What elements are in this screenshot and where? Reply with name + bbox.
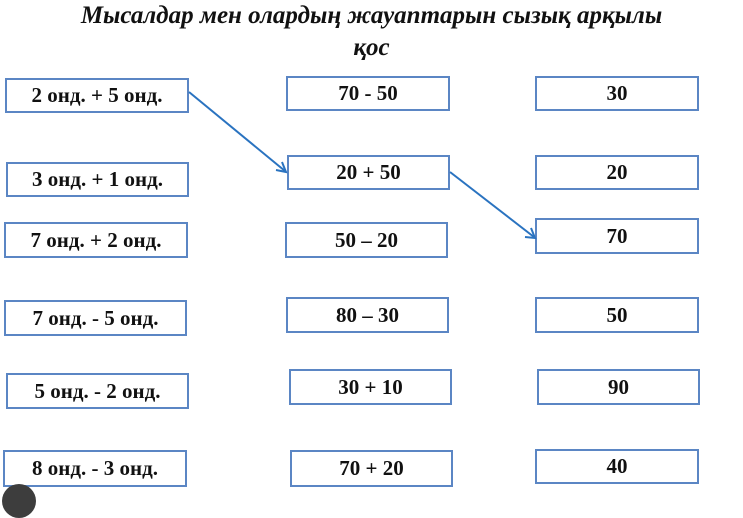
expression-box[interactable]: 7 онд. - 5 онд.: [4, 300, 187, 336]
answer-box[interactable]: 30: [535, 76, 699, 111]
connection-arrow: [449, 171, 535, 238]
connection-arrow: [188, 91, 286, 172]
expression-box[interactable]: 8 онд. - 3 онд.: [3, 450, 187, 487]
expression-box[interactable]: 5 онд. - 2 онд.: [6, 373, 189, 409]
example-box[interactable]: 50 – 20: [285, 222, 448, 258]
example-box[interactable]: 20 + 50: [287, 155, 450, 190]
arrowhead-icon: [524, 227, 537, 240]
answer-box[interactable]: 70: [535, 218, 699, 254]
worksheet-title-line2: қос: [353, 34, 390, 61]
expression-box[interactable]: 2 онд. + 5 онд.: [5, 78, 189, 113]
example-box[interactable]: 70 - 50: [286, 76, 450, 111]
answer-box[interactable]: 20: [535, 155, 699, 190]
expression-box[interactable]: 3 онд. + 1 онд.: [6, 162, 189, 197]
overlay-button-icon[interactable]: [2, 484, 36, 518]
answer-box[interactable]: 40: [535, 449, 699, 484]
worksheet-title-line1: Мысалдар мен олардың жауаптарын сызық ар…: [80, 2, 663, 29]
example-box[interactable]: 30 + 10: [289, 369, 452, 405]
answer-box[interactable]: 90: [537, 369, 700, 405]
example-box[interactable]: 80 – 30: [286, 297, 449, 333]
arrowhead-icon: [275, 161, 288, 174]
connection-arrows: [188, 91, 537, 240]
expression-box[interactable]: 7 онд. + 2 онд.: [4, 222, 188, 258]
answer-box[interactable]: 50: [535, 297, 699, 333]
example-box[interactable]: 70 + 20: [290, 450, 453, 487]
